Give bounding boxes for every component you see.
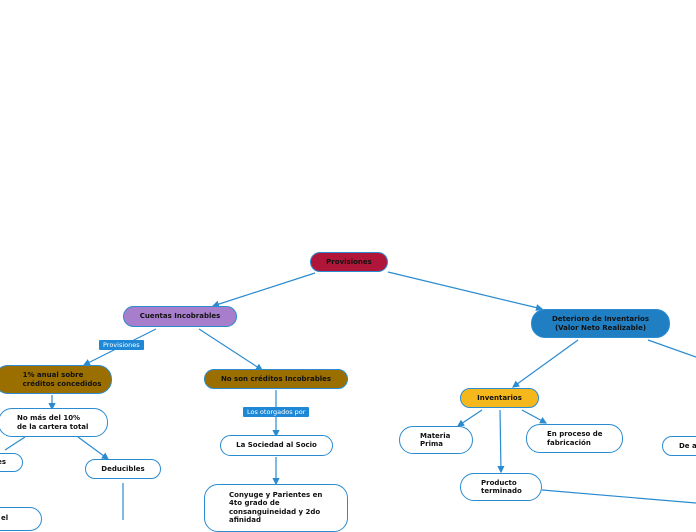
node-inventarios[interactable]: Inventarios: [460, 388, 539, 408]
tag-provisiones: Provisiones: [99, 340, 144, 350]
node-no-deducibles[interactable]: es: [0, 453, 23, 472]
node-no-mas-10[interactable]: No más del 10% de la cartera total: [0, 408, 108, 437]
node-sociedad-socio[interactable]: La Sociedad al Socio: [220, 435, 333, 456]
node-producto-terminado[interactable]: Producto terminado: [460, 473, 542, 501]
node-deducibles[interactable]: Deducibles: [85, 459, 161, 479]
node-materia-prima[interactable]: Materia Prima: [399, 426, 473, 454]
node-en-proceso[interactable]: En proceso de fabricación: [526, 424, 623, 453]
node-conyuge-parientes[interactable]: Conyuge y Parientes en 4to grado de cons…: [204, 484, 348, 532]
node-no-son-creditos[interactable]: No son créditos Incobrables: [204, 369, 348, 389]
connector-lines: [4, 271, 696, 520]
node-provisiones[interactable]: Provisiones: [310, 252, 388, 272]
node-1-anual[interactable]: 1% anual sobre créditos concedidos: [0, 365, 112, 394]
node-cuentas-incobrables[interactable]: Cuentas Incobrables: [123, 306, 237, 327]
node-de-a[interactable]: De a: [662, 436, 696, 456]
tag-otorgados: Los otorgados por: [243, 407, 310, 417]
node-deterioro-inventarios[interactable]: Deterioro de Inventarios (Valor Neto Rea…: [531, 309, 670, 338]
node-bottom-left[interactable]: el: [0, 507, 42, 531]
